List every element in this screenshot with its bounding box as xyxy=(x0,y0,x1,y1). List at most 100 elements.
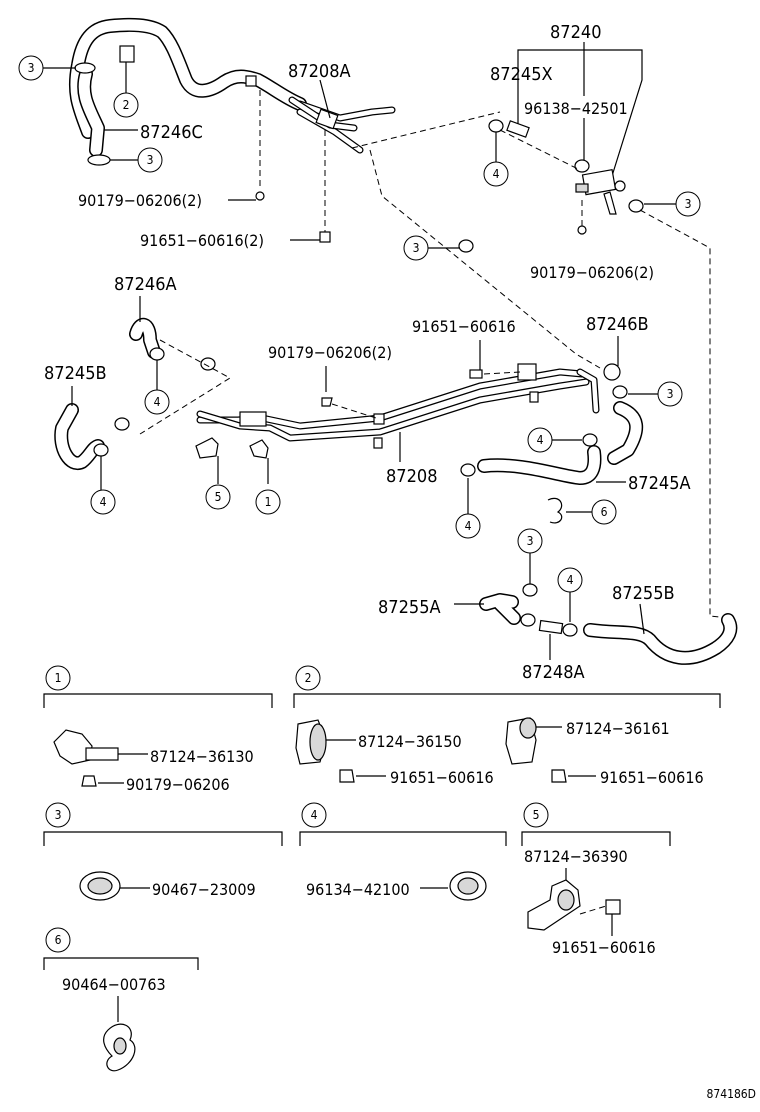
label-96138-42501: 96138−42501 xyxy=(524,99,628,118)
label-87245X: 87245X xyxy=(490,64,553,85)
svg-text:3: 3 xyxy=(413,241,420,255)
clamp-icon xyxy=(458,239,474,253)
callout-3: 3 xyxy=(675,191,701,217)
bolt-icon xyxy=(255,191,265,201)
svg-text:4: 4 xyxy=(465,519,472,533)
clamp-icon xyxy=(114,417,130,431)
svg-text:91651−60616: 91651−60616 xyxy=(552,938,656,957)
label-87246A: 87246A xyxy=(114,274,177,295)
svg-text:87124−36130: 87124−36130 xyxy=(150,747,254,766)
bolt-icon xyxy=(551,769,567,783)
clamp-icon xyxy=(612,385,628,399)
svg-text:3: 3 xyxy=(28,61,35,75)
clamp-icon xyxy=(628,199,644,213)
svg-text:87124−36150: 87124−36150 xyxy=(358,732,462,751)
label-90179-06206: 90179−06206(2) xyxy=(78,191,202,210)
clamp-icon xyxy=(582,433,598,447)
callout-4: 4 xyxy=(483,161,509,187)
callout-4: 4 xyxy=(527,427,553,453)
clamp-icon xyxy=(562,623,578,637)
callout-2: 2 xyxy=(113,92,139,118)
svg-text:6: 6 xyxy=(55,933,62,947)
callout-3: 3 xyxy=(137,147,163,173)
callout-5: 5 xyxy=(205,484,231,510)
svg-text:4: 4 xyxy=(100,495,107,509)
clip-1-icon xyxy=(249,439,269,459)
svg-text:91651−60616: 91651−60616 xyxy=(390,768,494,787)
svg-text:6: 6 xyxy=(601,505,608,519)
nut-icon xyxy=(81,775,97,787)
svg-text:2: 2 xyxy=(305,671,312,685)
bolt-icon xyxy=(339,769,355,783)
label-87245B: 87245B xyxy=(44,363,107,384)
svg-text:3: 3 xyxy=(667,387,674,401)
clamp-icon xyxy=(574,159,590,173)
vsv-valve-icon xyxy=(575,169,626,215)
svg-text:96134−42100: 96134−42100 xyxy=(306,880,410,899)
figure-id: 874186D xyxy=(706,1087,756,1101)
svg-text:3: 3 xyxy=(55,808,62,822)
clip-5-icon xyxy=(195,437,219,459)
bolt-icon xyxy=(577,225,587,235)
clamp-icon xyxy=(149,347,165,361)
label-87246B: 87246B xyxy=(586,314,649,335)
clamp-icon xyxy=(520,613,536,627)
svg-text:1: 1 xyxy=(265,495,272,509)
callout-4: 4 xyxy=(455,513,481,539)
nut-icon xyxy=(321,397,333,407)
callout-3: 3 xyxy=(657,381,683,407)
label-87245A: 87245A xyxy=(628,473,691,494)
svg-text:87124−36390: 87124−36390 xyxy=(524,847,628,866)
svg-text:4: 4 xyxy=(154,395,161,409)
callout-4: 4 xyxy=(144,389,170,415)
detail-section-4: 4 96134−42100 xyxy=(299,802,507,901)
detail-section-1: 1 87124−36130 90179−06206 xyxy=(43,665,273,794)
svg-text:5: 5 xyxy=(215,490,222,504)
label-87208A: 87208A xyxy=(288,61,351,82)
label-87208: 87208 xyxy=(386,466,438,487)
hose-87208A-assembly xyxy=(68,17,396,154)
clamp-icon xyxy=(603,363,621,381)
svg-text:3: 3 xyxy=(527,534,534,548)
clamp-icon xyxy=(93,443,109,457)
svg-text:90179−06206: 90179−06206 xyxy=(126,775,230,794)
svg-text:90464−00763: 90464−00763 xyxy=(62,975,166,994)
clamp-icon xyxy=(200,357,216,371)
svg-text:91651−60616: 91651−60616 xyxy=(600,768,704,787)
detail-section-3: 3 90467−23009 xyxy=(43,802,283,901)
callout-1: 1 xyxy=(255,489,281,515)
bracket-2-icon xyxy=(119,45,135,63)
label-90179-06206-right: 90179−06206(2) xyxy=(530,263,654,282)
svg-text:4: 4 xyxy=(311,808,318,822)
callout-3: 3 xyxy=(18,55,44,81)
detail-section-2: 2 87124−36150 91651−60616 87124−36161 91… xyxy=(293,665,721,787)
bolt-icon xyxy=(469,369,483,379)
label-91651-60616: 91651−60616(2) xyxy=(140,231,264,250)
pipe-87208 xyxy=(196,363,600,449)
label-87255A: 87255A xyxy=(378,597,441,618)
callout-4: 4 xyxy=(557,567,583,593)
svg-text:4: 4 xyxy=(567,573,574,587)
callout-3: 3 xyxy=(517,528,543,554)
label-87255B: 87255B xyxy=(612,583,675,604)
callout-4: 4 xyxy=(90,489,116,515)
svg-text:1: 1 xyxy=(55,671,62,685)
detail-section-6: 6 90464−00763 xyxy=(43,927,199,1072)
clamp-icon xyxy=(460,463,476,477)
label-87246C: 87246C xyxy=(140,122,203,143)
svg-text:3: 3 xyxy=(685,197,692,211)
callout-6: 6 xyxy=(591,499,617,525)
clamp-icon xyxy=(522,583,538,597)
svg-text:90467−23009: 90467−23009 xyxy=(152,880,256,899)
svg-text:4: 4 xyxy=(493,167,500,181)
svg-text:4: 4 xyxy=(537,433,544,447)
label-91651-60616-mid: 91651−60616 xyxy=(412,317,516,336)
label-87248A: 87248A xyxy=(522,662,585,683)
bolt-icon xyxy=(605,899,621,915)
callout-3: 3 xyxy=(403,235,429,261)
hose-87248A-icon xyxy=(538,619,564,635)
svg-text:5: 5 xyxy=(533,808,540,822)
bolt-icon xyxy=(319,231,331,243)
label-87240: 87240 xyxy=(550,22,602,43)
